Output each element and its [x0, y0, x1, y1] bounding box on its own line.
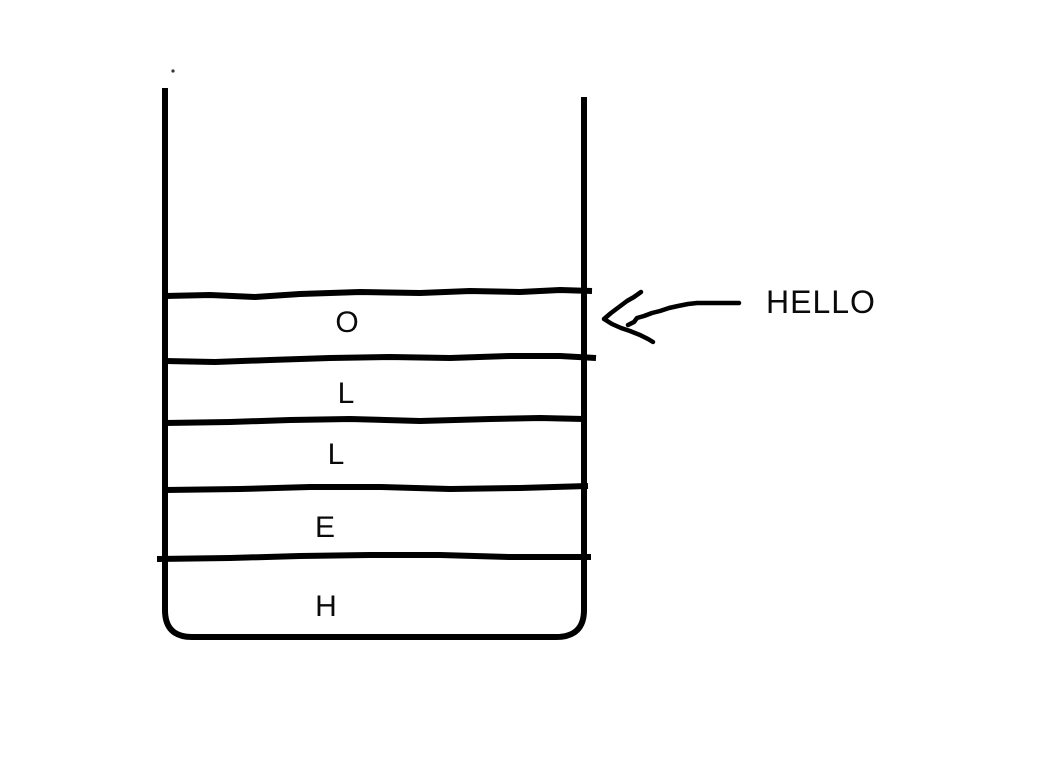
- stack-divider-line-1: [164, 287, 593, 300]
- stack-cell-letter-4: H: [315, 590, 337, 623]
- hello-arrow-shaft: [625, 300, 742, 328]
- stack-cell-letter-0: O: [335, 306, 359, 339]
- stack-divider-line-2: [164, 353, 597, 365]
- hello-arrow-head: [601, 289, 656, 345]
- annotation-label: HELLO: [766, 284, 876, 320]
- stack-cell-letter-1: L: [337, 377, 355, 410]
- stray-dot: [171, 69, 175, 73]
- stack-cell-letter-2: L: [327, 438, 345, 471]
- stack-divider-line-4: [164, 483, 589, 493]
- hello-arrow-icon: [601, 289, 742, 345]
- stack-divider-line-5: [156, 552, 591, 562]
- stack-container-outline: [162, 88, 587, 640]
- stack-divider-line-3: [164, 415, 585, 426]
- stack-cell-letter-3: E: [314, 511, 336, 544]
